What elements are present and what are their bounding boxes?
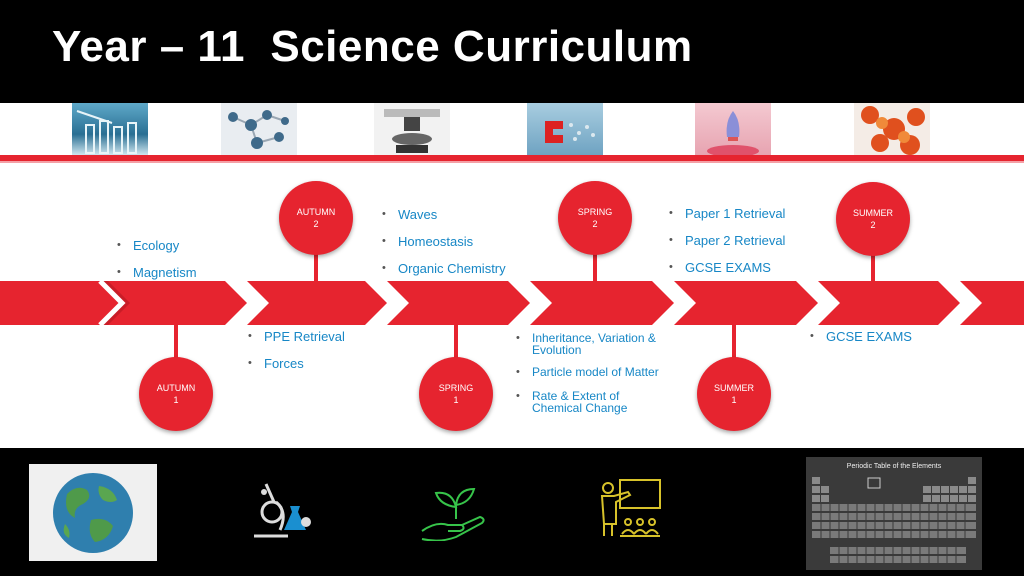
- topic-item: Organic Chemistry: [378, 262, 548, 275]
- autumn1-stem: [174, 323, 178, 359]
- earth-icon: [29, 464, 157, 561]
- topic-item: PPE Retrieval: [244, 330, 394, 343]
- topics-summer-2: GCSE EXAMS: [806, 330, 946, 354]
- milestone-number: 1: [453, 395, 459, 405]
- teacher-icon: [596, 478, 664, 542]
- milestone-autumn-2: AUTUMN 2: [279, 181, 353, 255]
- topics-spring-1: Waves Homeostasis Organic Chemistry: [378, 208, 548, 286]
- autumn2-stem: [314, 250, 318, 283]
- periodic-table-icon: Periodic Table of the Elements: [806, 457, 982, 570]
- molecule-model-photo: [221, 103, 297, 155]
- periodic-table-title: Periodic Table of the Elements: [846, 463, 942, 470]
- milestone-summer-1: SUMMER 1: [697, 357, 771, 431]
- topics-summer-1: Paper 1 Retrieval Paper 2 Retrieval GCSE…: [665, 207, 825, 285]
- milestone-label: AUTUMN: [296, 207, 336, 217]
- milestone-label: SPRING: [438, 383, 474, 393]
- topic-item: GCSE EXAMS: [665, 261, 825, 274]
- milestone-summer-2: SUMMER 2: [836, 182, 910, 256]
- milestone-number: 2: [313, 219, 319, 229]
- milestone-number: 2: [592, 219, 598, 229]
- topic-item: Particle model of Matter: [512, 366, 672, 380]
- topic-item: GCSE EXAMS: [806, 330, 946, 343]
- topic-item: Waves: [378, 208, 548, 221]
- topics-spring-2: Inheritance, Variation & Evolution Parti…: [512, 332, 672, 425]
- spring2-stem: [593, 250, 597, 283]
- spring1-stem: [454, 323, 458, 359]
- milestone-spring-2: SPRING 2: [558, 181, 632, 255]
- topics-autumn-1: Ecology Magnetism: [113, 239, 253, 290]
- topic-item: Rate & Extent of Chemical Change: [512, 390, 672, 414]
- timeline-arrow: [0, 281, 1024, 325]
- milestone-number: 1: [173, 395, 179, 405]
- top-divider: [0, 155, 1024, 161]
- topics-autumn-2: PPE Retrieval Forces: [244, 330, 394, 381]
- milestone-number: 1: [731, 395, 737, 405]
- summer1-stem: [732, 323, 736, 359]
- topic-item: Forces: [244, 357, 394, 370]
- milestone-number: 2: [870, 220, 876, 230]
- topic-item: Paper 1 Retrieval: [665, 207, 825, 220]
- milestone-label: AUTUMN: [156, 383, 196, 393]
- top-divider-shadow: [0, 161, 1024, 163]
- topic-item: Magnetism: [113, 266, 253, 279]
- topic-item: Paper 2 Retrieval: [665, 234, 825, 247]
- summer2-stem: [871, 250, 875, 283]
- page-title: Year – 11 Science Curriculum: [52, 22, 693, 71]
- lab-glassware-photo: [72, 103, 148, 155]
- science-lab-icon: [244, 478, 314, 544]
- milestone-spring-1: SPRING 1: [419, 357, 493, 431]
- microscope-photo: [374, 103, 450, 155]
- milestone-label: SUMMER: [853, 208, 893, 218]
- topic-item: Homeostasis: [378, 235, 548, 248]
- milestone-label: SUMMER: [714, 383, 754, 393]
- milestone-autumn-1: AUTUMN 1: [139, 357, 213, 431]
- magnet-photo: [527, 103, 603, 155]
- rocket-photo: [695, 103, 771, 155]
- topic-item: Ecology: [113, 239, 253, 252]
- milestone-label: SPRING: [577, 207, 613, 217]
- autumn-leaves-photo: [854, 103, 930, 155]
- plant-in-hand-icon: [418, 485, 494, 542]
- topic-item: Inheritance, Variation & Evolution: [512, 332, 672, 356]
